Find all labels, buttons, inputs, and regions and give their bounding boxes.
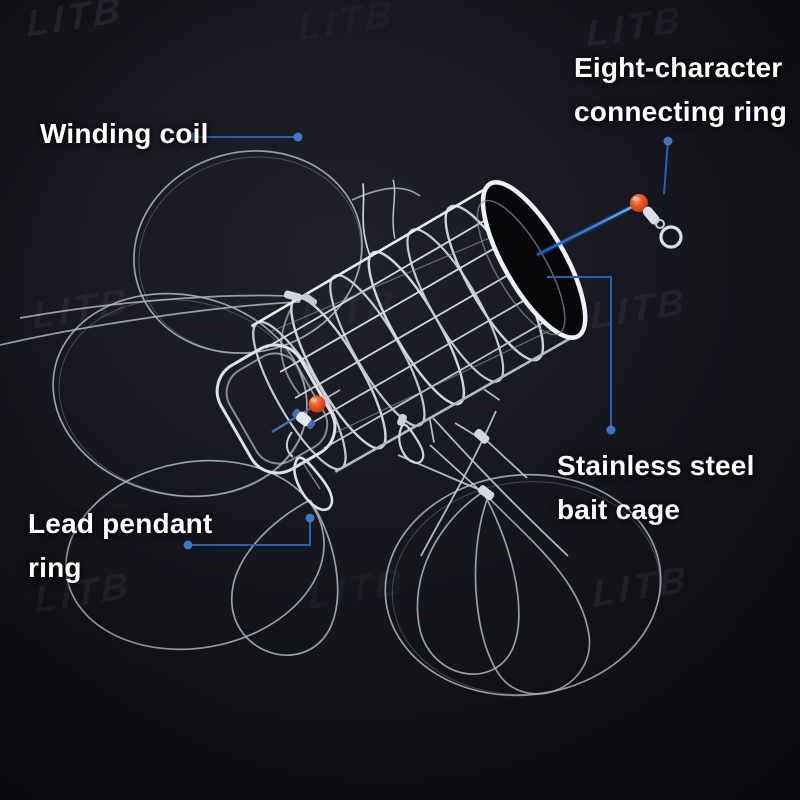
callout-dot	[606, 425, 616, 435]
blue-main-line	[536, 204, 635, 257]
label-winding-coil-text: Winding coil	[40, 118, 209, 149]
eight-character-ring-graphic	[535, 194, 683, 258]
lead-pendant-snap	[293, 456, 334, 512]
callout-dot	[305, 513, 315, 523]
label-stainless-line2: bait cage	[557, 494, 681, 525]
label-lead-pendant-line1: Lead pendant	[28, 508, 213, 539]
callout-dot	[293, 132, 303, 142]
callout-dot	[188, 132, 198, 142]
callout-line-eight-character	[663, 140, 669, 195]
callout-dot	[663, 136, 673, 146]
label-lead-pendant-line2: ring	[28, 552, 82, 583]
label-eight-character-line1: Eight-character	[574, 52, 783, 83]
lead-pendant-assembly	[271, 395, 334, 512]
callout-line-lead-pendant	[188, 518, 311, 546]
label-stainless-line1: Stainless steel	[557, 450, 755, 481]
label-stainless-steel-bait-cage: Stainless steel bait cage	[557, 444, 755, 532]
label-eight-character-line2: connecting ring	[574, 96, 787, 127]
orange-bead	[308, 395, 326, 413]
connecting-ring	[659, 225, 683, 249]
callout-line-bait-cage	[547, 276, 612, 429]
crimp-sleeve	[473, 428, 490, 444]
leader-wires	[280, 305, 569, 557]
callout-dot	[183, 540, 193, 550]
label-eight-character: Eight-character connecting ring	[574, 46, 787, 134]
callout-lines	[183, 132, 673, 550]
bait-cage-graphic	[215, 179, 588, 501]
cage-bottom-snap	[397, 413, 425, 464]
label-lead-pendant-ring: Lead pendant ring	[28, 502, 212, 590]
crimp-sleeve	[477, 485, 495, 501]
label-winding-coil: Winding coil	[40, 112, 209, 156]
cage-clip	[283, 290, 318, 306]
